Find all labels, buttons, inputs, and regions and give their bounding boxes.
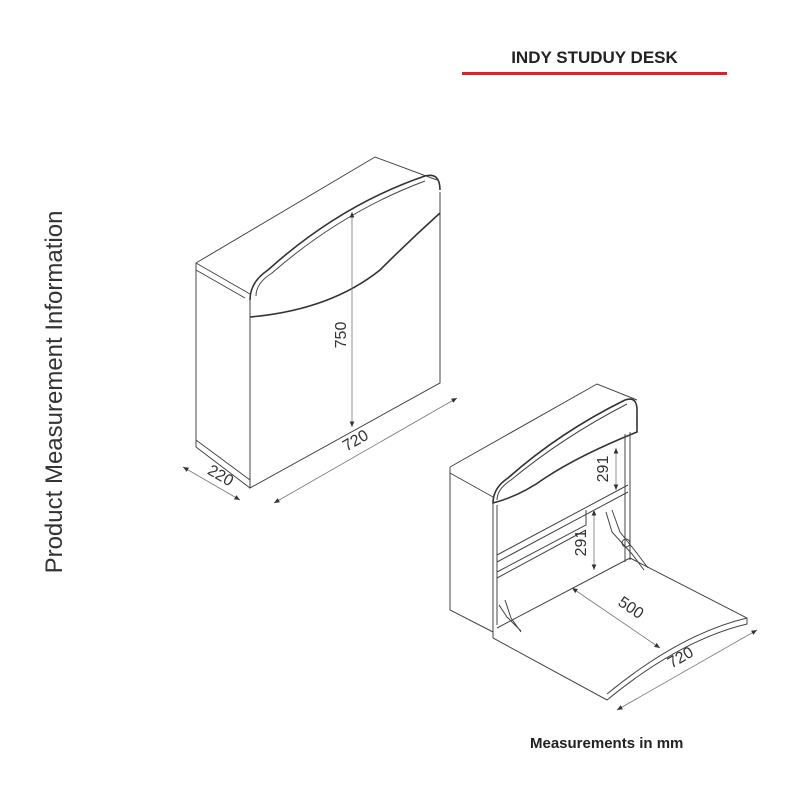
svg-text:750: 750 [333, 322, 350, 349]
svg-text:720: 720 [665, 644, 697, 672]
dimension-500: 500 [571, 587, 661, 649]
dimension-720-closed: 720 [273, 397, 458, 504]
dimension-220: 220 [182, 462, 241, 501]
dimension-291-lower: 291 [573, 510, 597, 570]
svg-text:500: 500 [615, 594, 647, 623]
open-desk-drawing [449, 383, 748, 701]
dimension-750: 750 [333, 212, 355, 427]
units-note: Measurements in mm [530, 735, 684, 752]
svg-text:291: 291 [573, 530, 590, 557]
product-title: INDY STUDUY DESK [511, 48, 678, 67]
dimension-291-upper: 291 [595, 448, 619, 490]
svg-text:720: 720 [340, 427, 372, 455]
svg-text:291: 291 [595, 456, 612, 483]
closed-desk-drawing [195, 156, 441, 489]
title-underline [462, 72, 727, 75]
